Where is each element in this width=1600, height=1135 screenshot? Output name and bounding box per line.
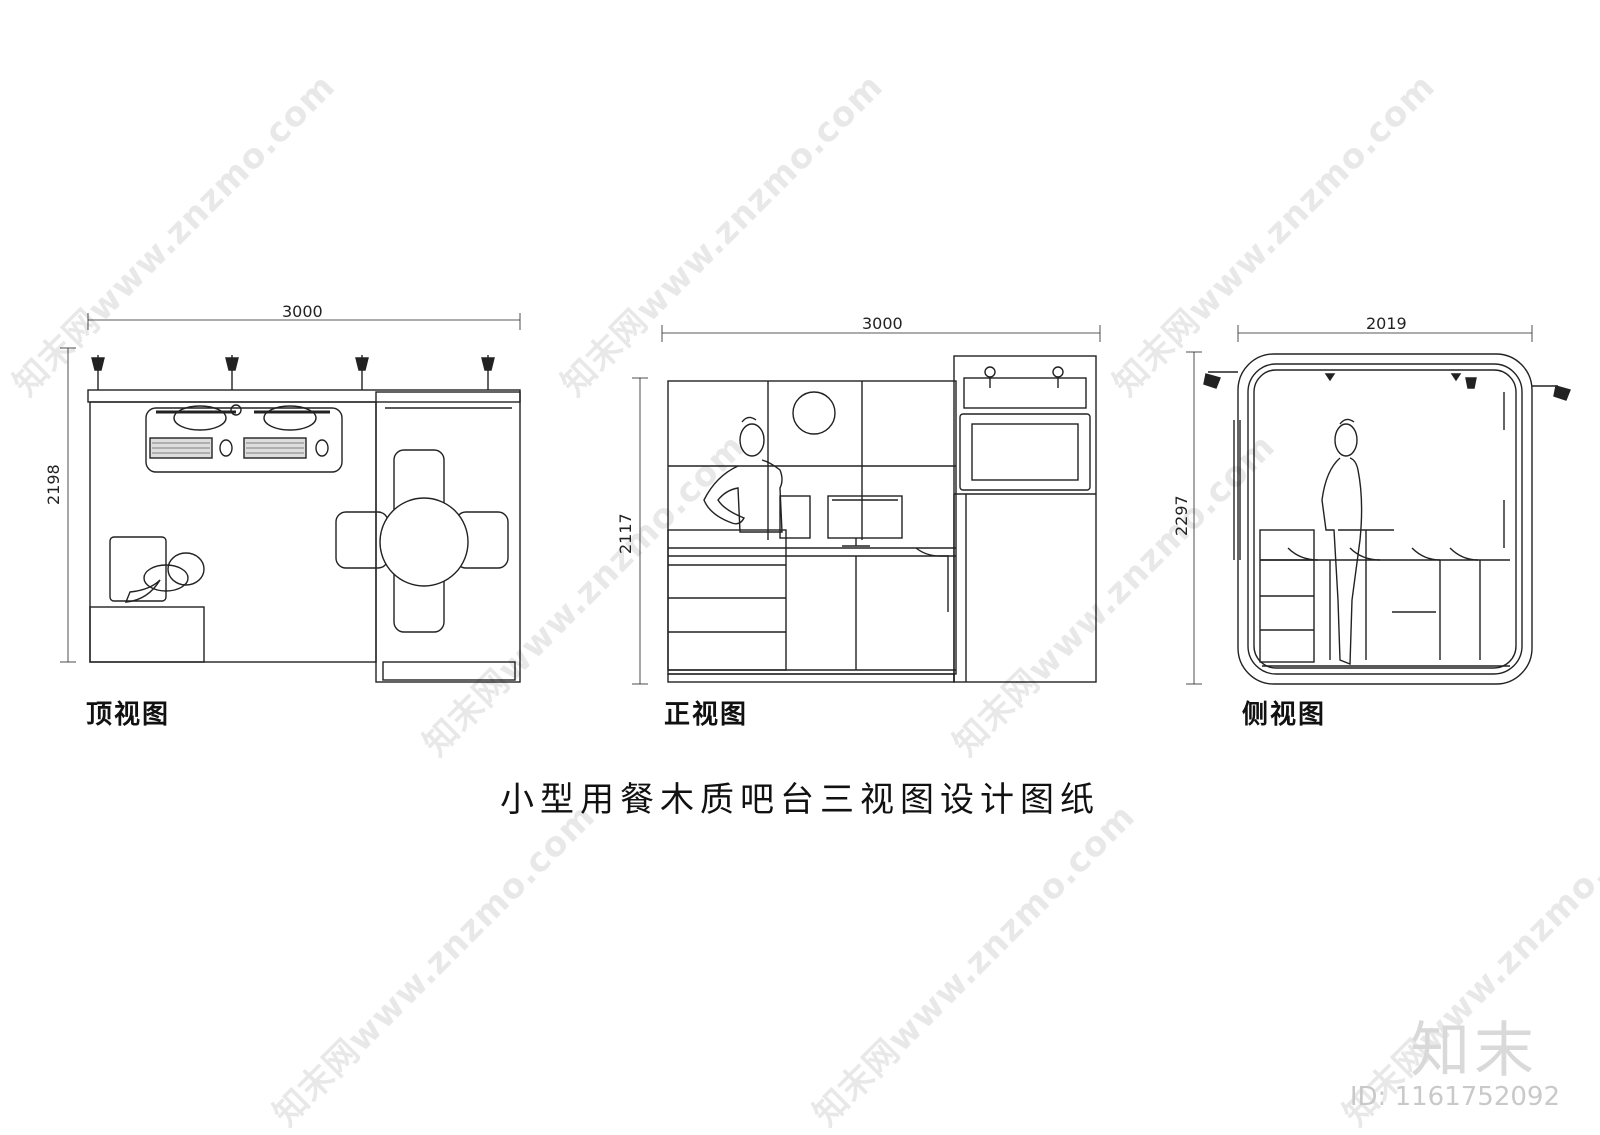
- side-view-width-dim: 2019: [1366, 314, 1407, 333]
- top-view: [60, 313, 521, 683]
- ceiling-lamps: [91, 355, 495, 390]
- drawing-title: 小型用餐木质吧台三视图设计图纸: [500, 780, 1100, 820]
- standing-person-side: [1321, 418, 1363, 666]
- side-view: [1186, 325, 1571, 685]
- top-view-label: 顶视图: [86, 700, 171, 730]
- side-view-label: 侧视图: [1242, 700, 1327, 730]
- brand-logo: 知末: [1410, 1016, 1538, 1086]
- side-view-height-dim: 2297: [1172, 495, 1191, 536]
- top-view-width-dim: 3000: [282, 302, 323, 321]
- front-view-height-dim: 2117: [616, 513, 635, 554]
- standing-person: [703, 416, 783, 533]
- front-view: [632, 325, 1101, 685]
- top-view-height-dim: 2198: [44, 464, 63, 505]
- front-view-width-dim: 3000: [862, 314, 903, 333]
- image-id: ID: 1161752092: [1349, 1082, 1560, 1112]
- front-view-label: 正视图: [664, 700, 749, 730]
